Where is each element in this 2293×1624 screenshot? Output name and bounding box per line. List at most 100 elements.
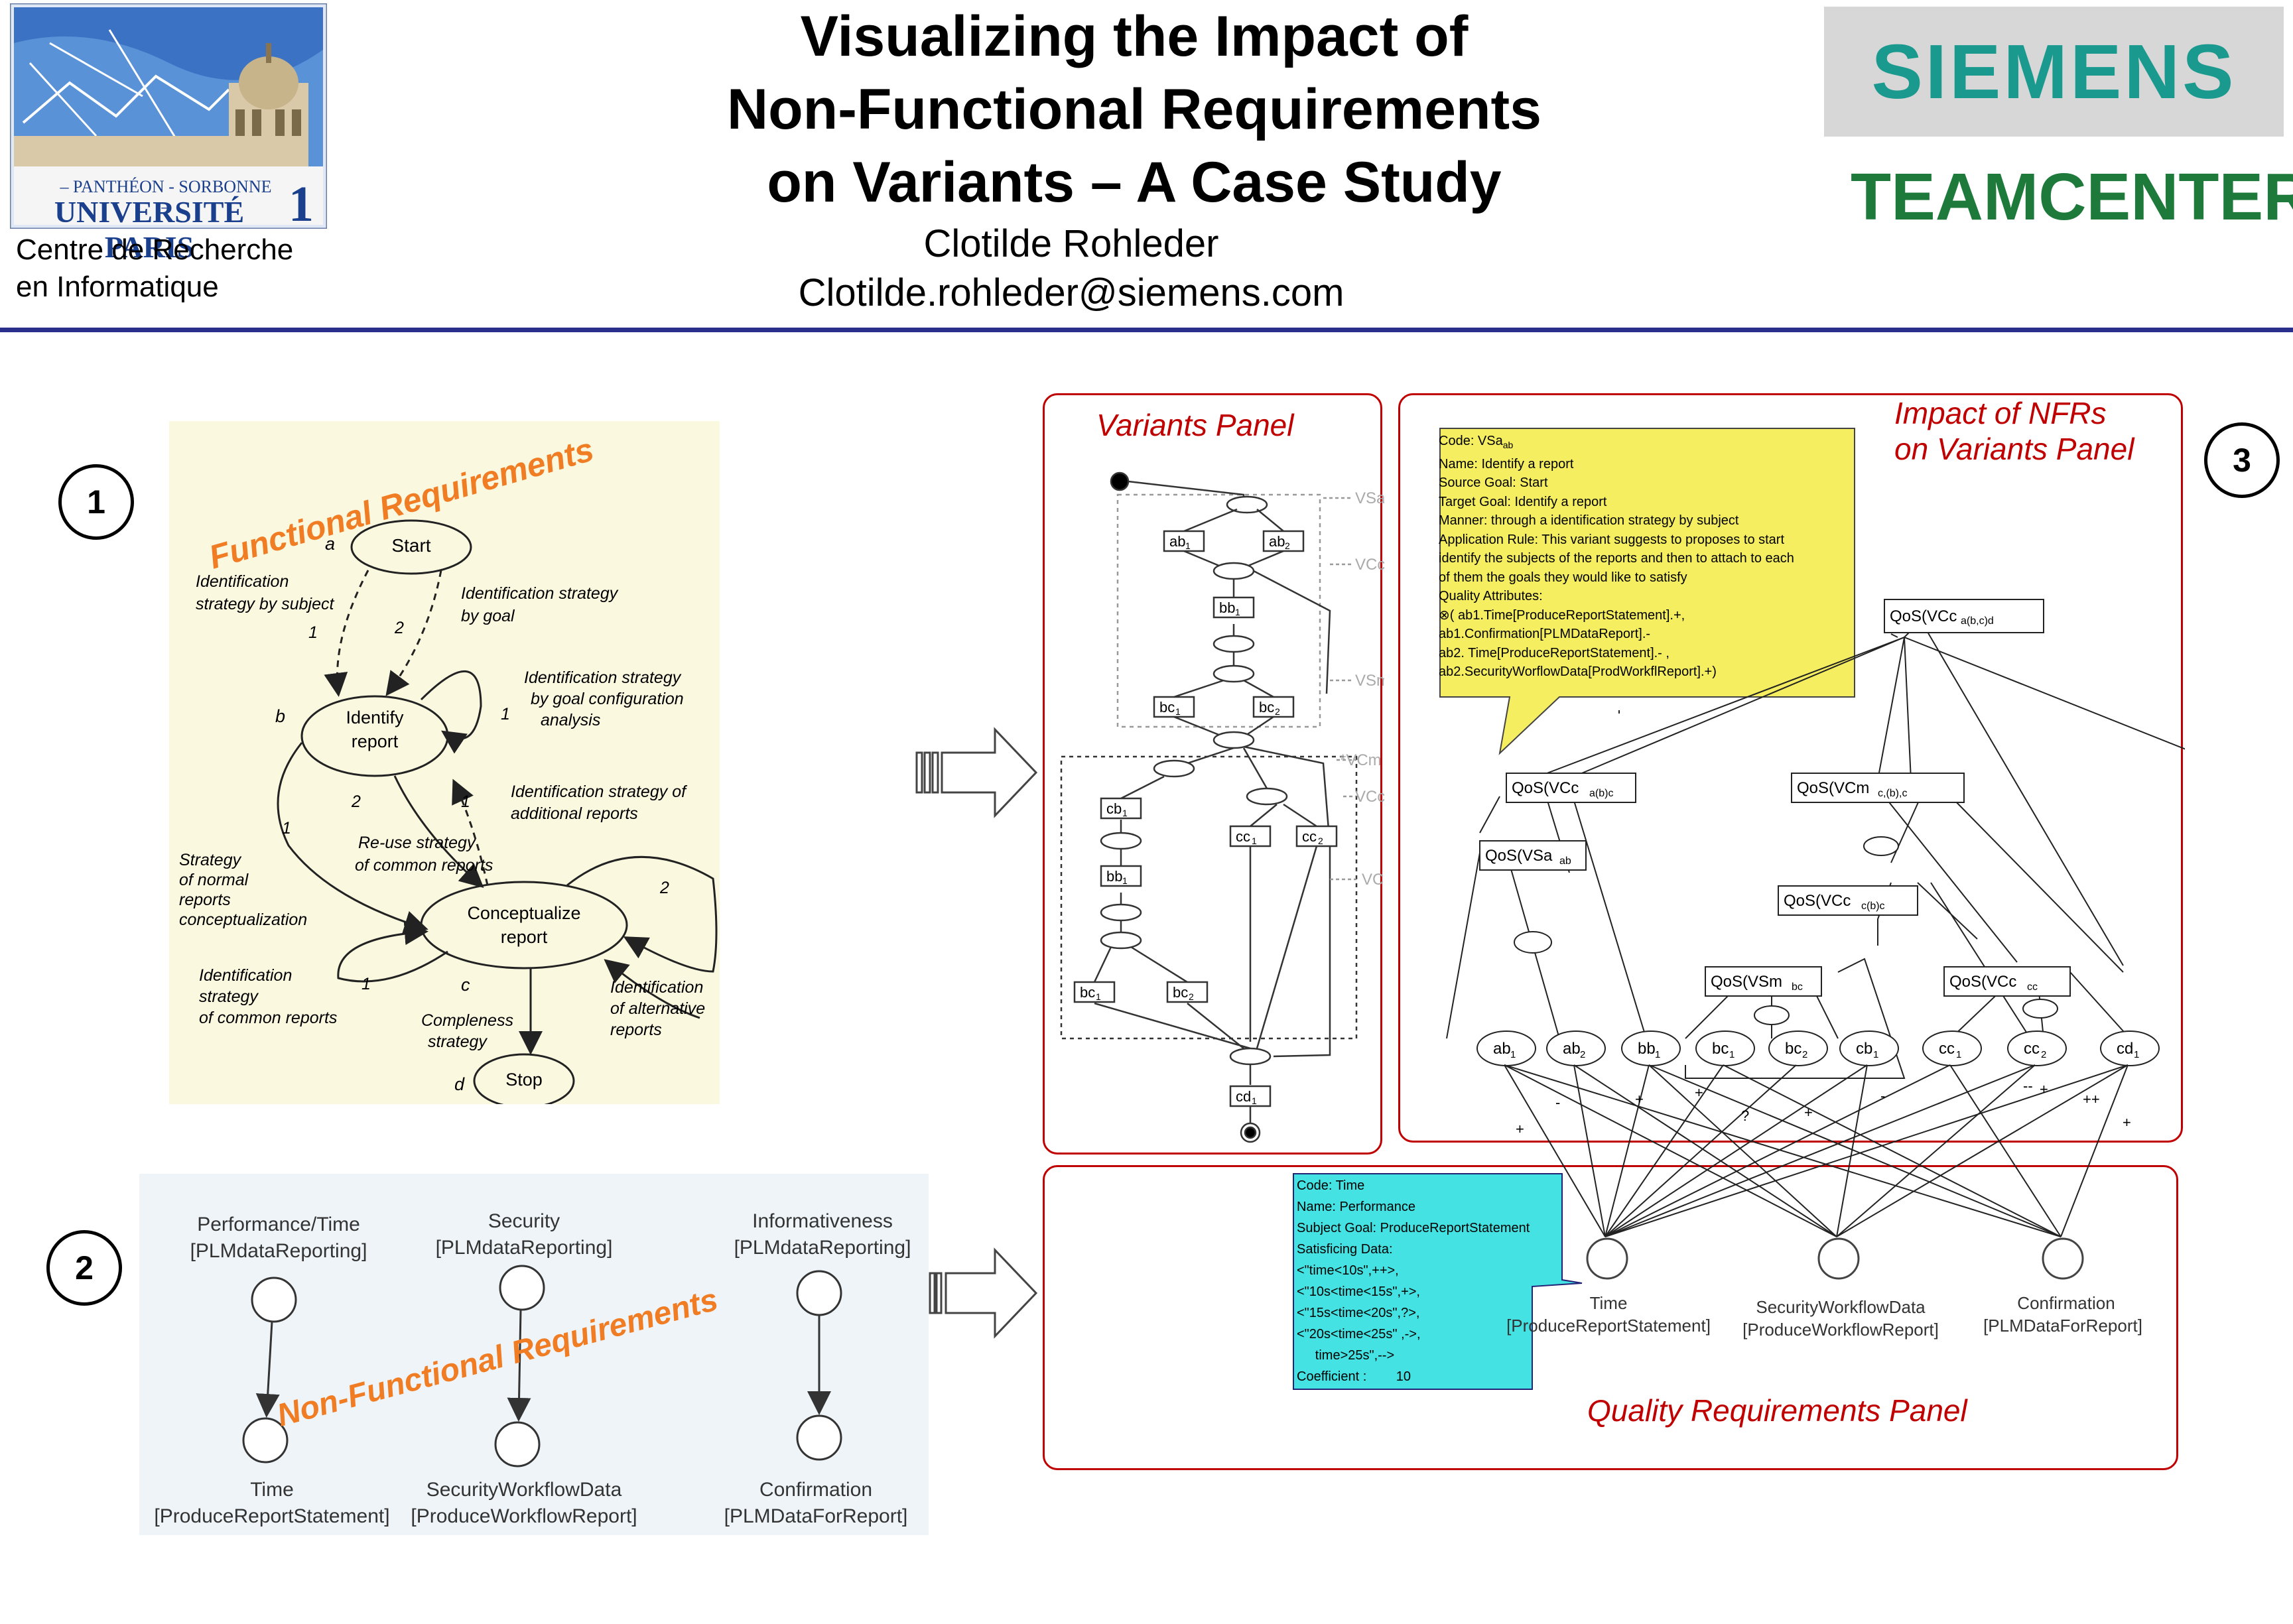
impact-tooltip-line: Source Goal: Start xyxy=(1439,475,1548,490)
variant-side-vccc: VCc xyxy=(1355,788,1384,806)
fr-edge-label-7a: Identification xyxy=(199,966,293,985)
fr-node-start xyxy=(350,519,472,575)
fr-edges xyxy=(277,570,718,1055)
impact-leaf-sub: 2 xyxy=(1580,1049,1585,1060)
lab-name-line2: en Informatique xyxy=(16,271,219,303)
quality-tooltip-line: <"10s<time<15s",+>, xyxy=(1297,1284,1420,1299)
university-logo-small-line: – PANTHÉON - SORBONNE – xyxy=(60,177,272,216)
impact-panel: Impact of NFRs on Variants Panel xyxy=(1398,393,2185,1143)
fr-edge-number-3: 1 xyxy=(501,705,510,723)
impact-panel-title-line1: Impact of NFRs xyxy=(1894,396,2107,430)
impact-tooltip-line: Application Rule: This variant suggests … xyxy=(1439,532,1785,547)
qos-vccc-label: QoS(VCc xyxy=(1949,973,2016,991)
page-title-line3: on Variants – A Case Study xyxy=(767,151,1502,214)
nfr-col1-top1: Performance/Time xyxy=(197,1214,360,1235)
fr-edge-label-4b: additional reports xyxy=(511,804,638,823)
fr-edge-label-4a: Identification strategy of xyxy=(511,782,687,801)
impact-leaf-sub: 1 xyxy=(1510,1049,1516,1060)
quality-panel-title: Quality Requirements Panel xyxy=(1587,1393,1967,1428)
qos-box-vcca xyxy=(1506,773,1636,803)
qos-vsa-sub: ab xyxy=(1559,855,1571,867)
fr-edge-label-2b: by goal xyxy=(461,607,515,625)
impact-leaf-sub: 2 xyxy=(1802,1049,1807,1060)
quality-node-confirmation-label1: Confirmation xyxy=(2017,1293,2115,1313)
variant-node-cd1: cd xyxy=(1236,1088,1251,1105)
variant-side-vsm: VSm xyxy=(1355,672,1384,690)
nfr-col3-top2: [PLMdataReporting] xyxy=(734,1237,911,1259)
siemens-logo: SIEMENS xyxy=(1824,7,2284,137)
svg-text:1: 1 xyxy=(1252,1095,1257,1106)
non-functional-requirements-diagram: Performance/Time [PLMdataReporting] Time… xyxy=(139,1174,929,1535)
fr-edge-number-1: 1 xyxy=(308,623,318,642)
qos-vcm-label: QoS(VCm xyxy=(1797,779,1869,797)
fr-edge-label-3a: Identification strategy xyxy=(524,668,681,687)
quality-tooltip-line: Name: Performance xyxy=(1297,1200,1415,1214)
fr-node-identify-label2: report xyxy=(351,731,399,751)
qos-vcca-label: QoS(VCc xyxy=(1512,779,1579,797)
section-badge-3: 3 xyxy=(2204,422,2280,498)
qos-box-vsa xyxy=(1479,840,1587,871)
fr-edge-label-1b: strategy by subject xyxy=(196,595,334,613)
qos-box-vccc xyxy=(1943,966,2071,997)
nfr-col2-top2: [PLMdataReporting] xyxy=(435,1237,613,1259)
impact-tooltip-bubble xyxy=(1439,428,1855,755)
impact-tooltip-line: Target Goal: Identify a report xyxy=(1439,494,1607,509)
variant-node-bb1: bb xyxy=(1219,599,1235,616)
quality-node-confirmation-label2: [PLMDataForReport] xyxy=(1983,1316,2142,1336)
variant-node-bc1-lower: bc xyxy=(1080,984,1095,1001)
variants-panel-title: Variants Panel xyxy=(1096,408,1294,442)
qos-vcc-b-sub: c(b)c xyxy=(1861,901,1885,912)
qos-top-sub: a(b,c)d xyxy=(1961,615,1994,627)
impact-tooltip-line: of them the goals they would like to sat… xyxy=(1439,570,1687,585)
nfr-col2-bot1: SecurityWorkflowData xyxy=(426,1479,622,1501)
nfr-col3-bot2: [PLMDataForReport] xyxy=(724,1505,908,1527)
fr-letter-a: a xyxy=(325,534,336,554)
fr-edge-label-6c: reports xyxy=(179,891,231,909)
fr-edge-label-3b: by goal configuration xyxy=(531,690,684,708)
svg-text:2: 2 xyxy=(1275,706,1280,717)
qos-vsm-label: QoS(VSm xyxy=(1711,973,1782,991)
page-title-line1: Visualizing the Impact of xyxy=(800,5,1469,68)
fr-edge-label-7b: strategy xyxy=(199,987,258,1006)
qos-box-top xyxy=(1884,599,2044,633)
svg-text:1: 1 xyxy=(1252,836,1257,846)
nfr-node-security-top xyxy=(499,1265,545,1311)
qos-vcc-b-label: QoS(VCc xyxy=(1784,892,1851,910)
teamcenter-logo: TEAMCENTER xyxy=(1851,160,2293,234)
svg-text:1: 1 xyxy=(1185,540,1191,551)
quality-tooltip-line: time>25s",--> xyxy=(1297,1348,1395,1363)
qos-top-label: QoS(VCc xyxy=(1890,607,1957,625)
arrow-nfr-to-panels xyxy=(929,1247,1038,1343)
qos-vccc-sub: cc xyxy=(2027,981,2038,993)
fr-edge-number-5: 1 xyxy=(461,792,470,811)
functional-requirements-diagram: Start Identify report Conceptualize repo… xyxy=(169,421,720,1104)
impact-leaf-label: bc xyxy=(1785,1040,1802,1058)
qos-box-vsm xyxy=(1705,966,1822,997)
quality-tooltip-line: <"15s<time<20s",?>, xyxy=(1297,1306,1420,1320)
impact-leaf-sub: 1 xyxy=(1873,1049,1878,1060)
fr-edge-number-4: 2 xyxy=(352,792,361,811)
nfr-node-securitywf-bottom xyxy=(494,1421,541,1468)
impact-leaf-sub: 1 xyxy=(1729,1049,1735,1060)
fr-edge-label-6a: Strategy xyxy=(179,851,241,869)
fr-letter-d: d xyxy=(454,1074,465,1094)
nfr-node-performance-top xyxy=(251,1277,297,1323)
svg-text:2: 2 xyxy=(1318,836,1323,846)
impact-tooltip-line: ⊗( ab1.Time[ProduceReportStatement].+, xyxy=(1439,607,1685,623)
variant-node-ab1: ab xyxy=(1169,533,1185,550)
svg-text:1: 1 xyxy=(1122,808,1128,818)
variant-side-vcca: VCc xyxy=(1355,556,1384,574)
quality-node-securitywf xyxy=(1817,1237,1860,1280)
impact-leaf-label: cc xyxy=(2024,1040,2040,1058)
quality-node-time xyxy=(1586,1237,1628,1280)
variant-node-bc2-lower: bc xyxy=(1173,984,1188,1001)
lab-name-line1: Centre de Recherche xyxy=(16,233,294,266)
fr-node-conceptualize-label1: Conceptualize xyxy=(467,903,581,923)
svg-text:1: 1 xyxy=(1175,706,1181,717)
variants-panel: Variants Panel xyxy=(1043,393,1384,1155)
qos-vcm-sub: c,(b),c xyxy=(1878,788,1907,799)
nfr-col1-bot2: [ProduceReportStatement] xyxy=(154,1505,390,1527)
